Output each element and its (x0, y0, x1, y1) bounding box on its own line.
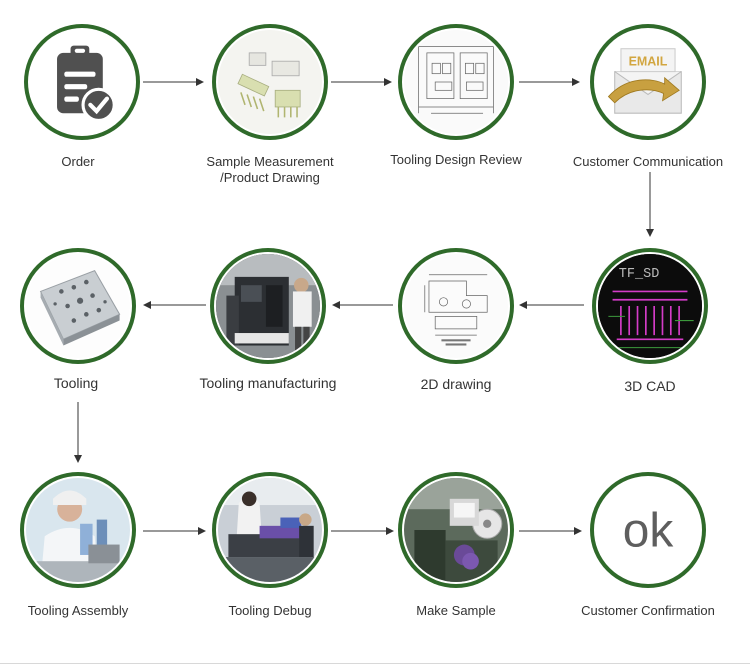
step-tooling-assembly-label: Tooling Assembly (27, 603, 129, 618)
step-make-sample-label: Make Sample (416, 603, 496, 618)
step-tooling-manufacturing-node (210, 248, 326, 364)
machine-shop-photo (216, 254, 320, 358)
step-tooling-design-review-label: Tooling Design Review (390, 152, 522, 167)
step-tooling-debug-node (212, 472, 328, 588)
step-tooling-debug-label: Tooling Debug (228, 603, 312, 618)
sample-machine-photo (404, 478, 508, 582)
step-tooling-design-review-node (398, 24, 514, 140)
clipboard-check-icon (57, 45, 116, 123)
ok-icon: ok (596, 478, 700, 582)
ok-text: ok (623, 505, 674, 558)
step-tooling-manufacturing-label: Tooling manufacturing (199, 375, 337, 391)
bottom-divider (0, 663, 750, 664)
step-customer-communication-label: Customer Communication (572, 154, 724, 169)
cad-screen-text: TF_SD (619, 267, 660, 282)
step-3d-cad-node: TF_SD (592, 248, 708, 364)
step-3d-cad-label: 3D CAD (624, 378, 676, 394)
debug-photo (218, 478, 322, 582)
step-2d-drawing-node (398, 248, 514, 364)
step-sample-measurement-node (212, 24, 328, 140)
step-customer-communication-node: EMAIL (590, 24, 706, 140)
step-order-label: Order (61, 154, 95, 169)
parts-photo (218, 30, 322, 134)
step-2d-drawing-label: 2D drawing (420, 376, 492, 392)
step-order-node (24, 24, 140, 140)
assembly-photo (26, 478, 130, 582)
step-sample-measurement-label: Sample Measurement /Product Drawing (206, 154, 334, 185)
step-tooling-assembly-node (20, 472, 136, 588)
step-customer-confirmation-label: Customer Confirmation (581, 603, 715, 618)
email-text: EMAIL (629, 54, 668, 68)
cad-screen-photo: TF_SD (598, 254, 702, 358)
tooling-plate-photo (26, 254, 130, 358)
2d-drawing-photo (404, 254, 508, 358)
step-customer-confirmation-node: ok (590, 472, 706, 588)
step-make-sample-node (398, 472, 514, 588)
step-tooling-label: Tooling (53, 375, 99, 391)
step-tooling-node (20, 248, 136, 364)
email-envelope-icon: EMAIL (596, 30, 700, 134)
technical-drawing-photo (404, 30, 508, 134)
